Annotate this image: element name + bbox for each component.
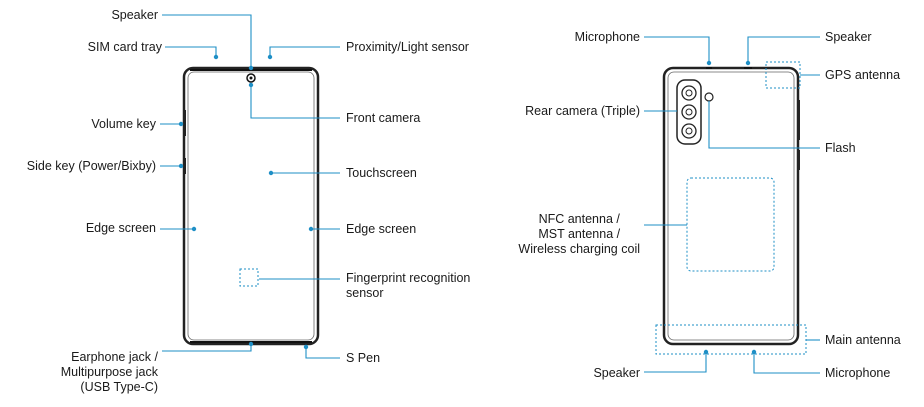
label-microphone-bottom: Microphone bbox=[825, 366, 891, 380]
back-leaders bbox=[644, 36, 820, 374]
front-phone bbox=[182, 66, 320, 346]
fingerprint-area bbox=[239, 268, 259, 287]
label-microphone-top: Microphone bbox=[574, 30, 640, 44]
label-fingerprint-line2: sensor bbox=[346, 286, 384, 300]
label-earphone-jack: Earphone jack / Multipurpose jack (USB T… bbox=[61, 350, 158, 395]
label-front-camera: Front camera bbox=[346, 111, 421, 125]
label-nfc-line3: Wireless charging coil bbox=[518, 242, 640, 256]
label-touchscreen: Touchscreen bbox=[346, 166, 417, 180]
label-fingerprint-line1: Fingerprint recognition bbox=[346, 271, 471, 285]
label-flash: Flash bbox=[825, 141, 856, 155]
volume-key-shape bbox=[183, 110, 186, 136]
back-phone bbox=[655, 61, 807, 355]
label-main-antenna: Main antenna bbox=[825, 333, 901, 347]
flash-shape bbox=[704, 92, 714, 102]
gps-antenna-area bbox=[765, 61, 801, 89]
label-earphone-line3: (USB Type-C) bbox=[80, 380, 158, 394]
label-gps-antenna: GPS antenna bbox=[825, 68, 901, 82]
label-proximity-light-sensor: Proximity/Light sensor bbox=[346, 40, 469, 54]
label-sim-card-tray: SIM card tray bbox=[87, 40, 162, 54]
label-s-pen: S Pen bbox=[346, 351, 381, 365]
label-rear-camera: Rear camera (Triple) bbox=[525, 104, 640, 118]
label-speaker-top: Speaker bbox=[825, 30, 872, 44]
side-key-shape bbox=[183, 158, 186, 174]
label-earphone-line1: Earphone jack / bbox=[71, 350, 158, 364]
label-speaker-bottom: Speaker bbox=[593, 366, 640, 380]
label-edge-screen-right: Edge screen bbox=[346, 222, 417, 236]
label-speaker: Speaker bbox=[111, 8, 158, 22]
label-volume-key: Volume key bbox=[91, 117, 156, 131]
front-leaders bbox=[160, 14, 340, 359]
label-side-key: Side key (Power/Bixby) bbox=[26, 159, 156, 173]
label-fingerprint-sensor: Fingerprint recognition sensor bbox=[346, 271, 470, 301]
label-nfc-line2: MST antenna / bbox=[538, 227, 621, 241]
label-nfc-antenna: NFC antenna / MST antenna / Wireless cha… bbox=[518, 212, 640, 257]
label-nfc-line1: NFC antenna / bbox=[538, 212, 620, 226]
label-earphone-line2: Multipurpose jack bbox=[60, 365, 158, 379]
label-edge-screen-left: Edge screen bbox=[85, 221, 156, 235]
